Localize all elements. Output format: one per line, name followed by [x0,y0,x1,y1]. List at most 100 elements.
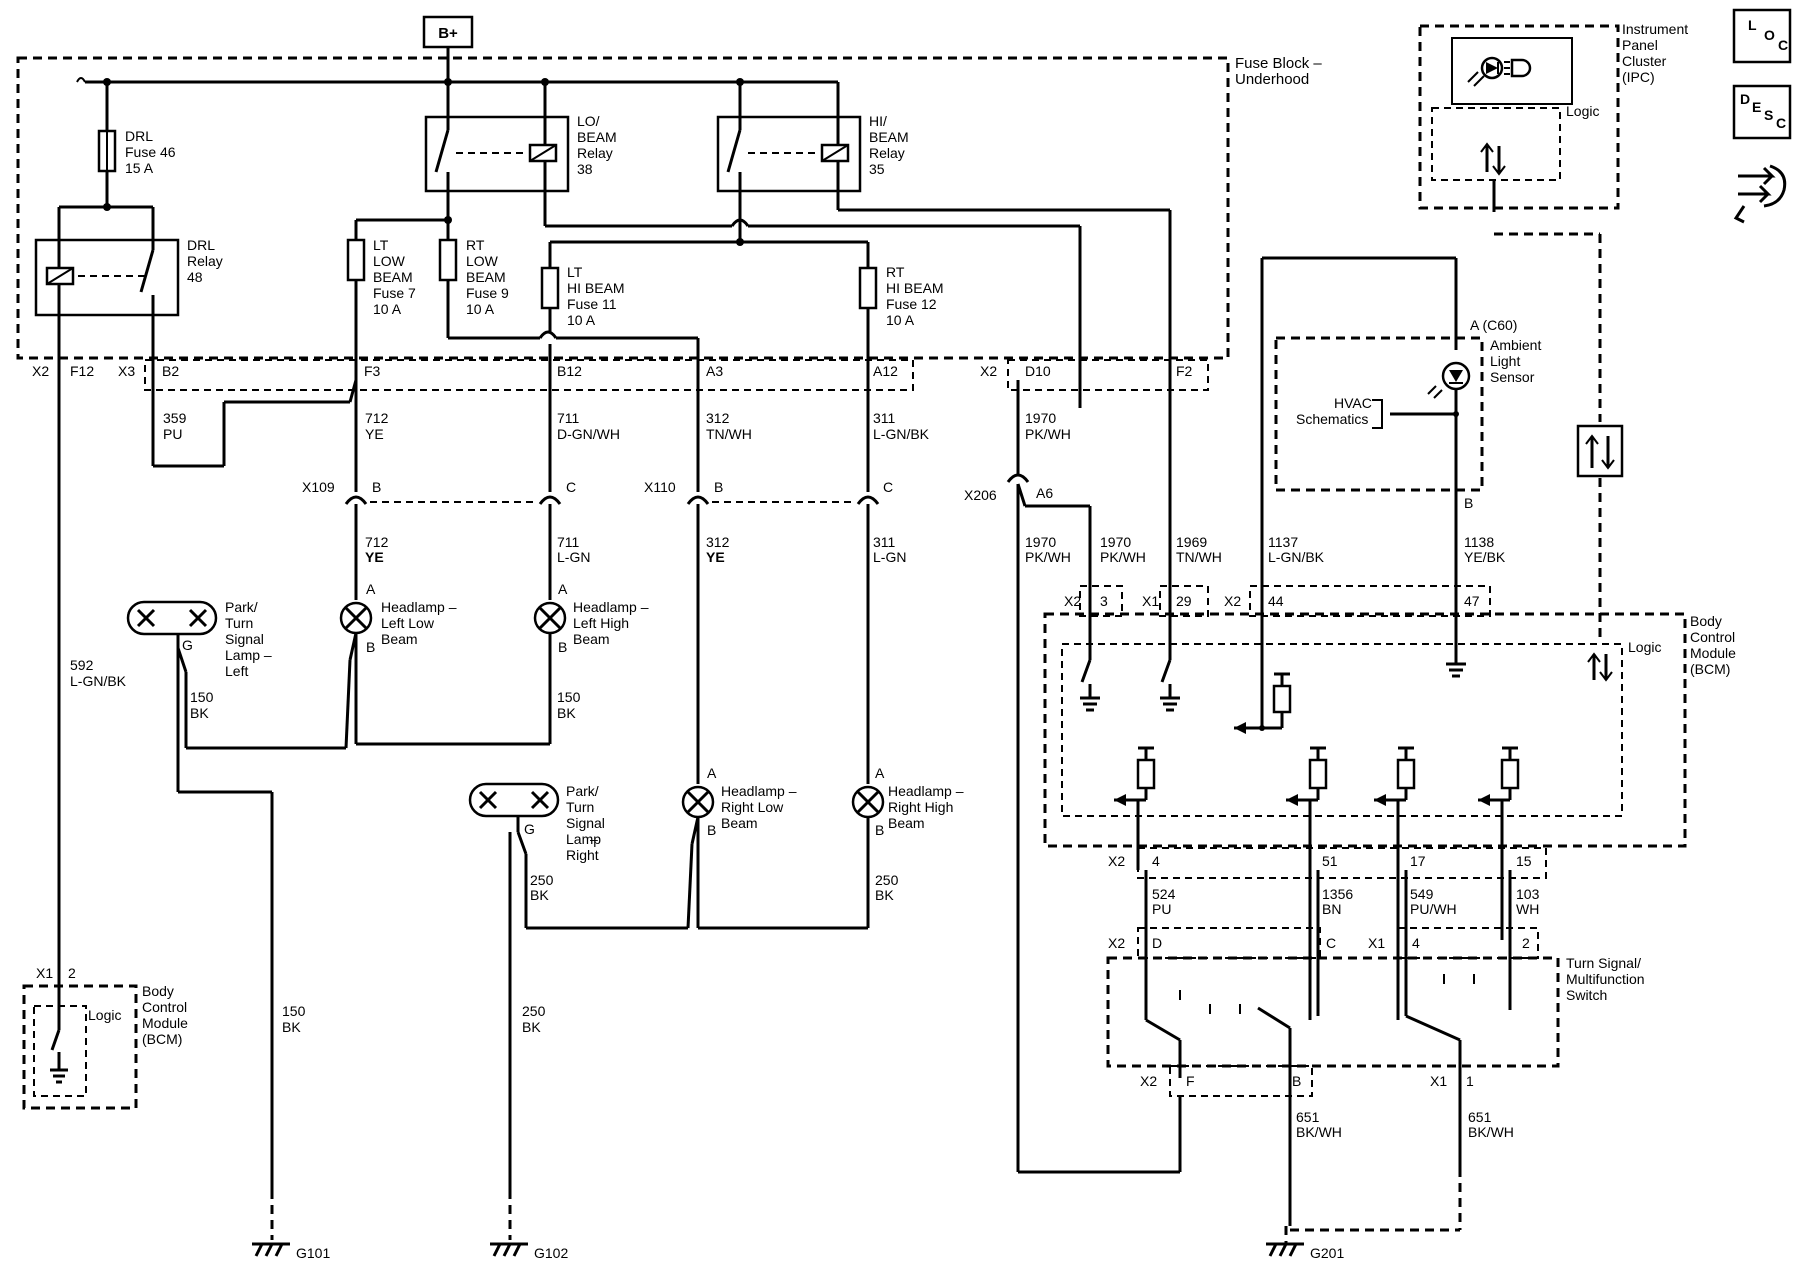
wl1356-color: BN [1322,901,1341,917]
hrh-label-2: Right High [888,799,953,815]
w1970-color: PK/WH [1025,426,1071,442]
hll-pin-a: A [366,581,376,597]
desc-nav-icon[interactable]: D E S C [1732,84,1792,140]
wl549-num: 549 [1410,886,1434,902]
tss-title-2: Multifunction [1566,971,1645,987]
hlh-label-1: Headlamp – [573,599,649,615]
gw150c-color: BK [282,1019,301,1035]
headlamp-left-high-beam: A B Headlamp – Left High Beam [533,504,649,744]
tss-b-x2: X2 [1140,1073,1157,1089]
wm711-num: 711 [557,534,580,550]
w592-num: 592 [70,657,94,673]
wl524-num: 524 [1152,886,1176,902]
loc-nav-icon[interactable]: L O C [1732,8,1792,64]
battery-terminal: B+ [422,15,474,49]
upper-wire-labels: 712 YE 711 D-GN/WH 312 TN/WH 311 L-GN/BK… [365,410,1071,442]
ground-g201: G201 [1266,1242,1344,1261]
ptl-label-5: Left [225,663,248,679]
wm1137-color: L-GN/BK [1268,549,1325,565]
ipc-title-1: Instrument [1622,21,1688,37]
bcmr-pin-x1: X1 [1142,593,1159,609]
w651a-color: BK/WH [1296,1124,1342,1140]
bcm-pullup-4 [1478,746,1520,940]
wl1356-num: 1356 [1322,886,1353,902]
wm1137-num: 1137 [1268,534,1298,550]
gw150a-color: BK [190,705,209,721]
ptr-label-4: Lamp [566,831,601,847]
bcmr-title-3: Module [1690,645,1736,661]
rt-low-fuse-l4: Fuse 9 [466,285,509,301]
hll-label-1: Headlamp – [381,599,457,615]
hrl-label-1: Headlamp – [721,783,797,799]
ground-g101: G101 [252,1242,330,1261]
wl549-color: PU/WH [1410,901,1457,917]
w311-num: 311 [873,410,896,426]
park-turn-lamp-left: G Park/ Turn Signal Lamp – Left [126,599,358,750]
tss-b-1: 1 [1466,1073,1474,1089]
bcml-pin-2: 2 [68,965,76,981]
bcm-left: X1 2 Logic Body Control Module (BCM) [22,965,188,1110]
connector-x109: X109 B C [302,479,576,505]
ptr-label-3: Signal [566,815,605,831]
bcm-pullup-2 [1286,746,1328,1020]
lt-hi-beam-fuse-11: LT HI BEAM Fuse 11 10 A [540,264,625,380]
ptr-label-5: – [590,831,598,847]
w711-num: 711 [557,410,580,426]
fb-pin-f12: F12 [70,363,94,379]
hi-relay-line1: HI/ [869,113,887,129]
rt-low-beam-fuse-9: RT LOW BEAM Fuse 9 10 A [438,237,700,380]
fb-pin-a3: A3 [706,363,723,379]
lo-beam-relay-38: LO/ BEAM Relay 38 [424,82,617,226]
fuse-block-underhood: Fuse Block – Underhood [16,55,1322,360]
hrh-pin-a: A [875,765,885,781]
tss-2: 2 [1522,935,1530,951]
bcmr-title-4: (BCM) [1690,661,1730,677]
bcmo-15: 15 [1516,853,1532,869]
w311-color: L-GN/BK [873,426,930,442]
fb-pin-x2: X2 [32,363,49,379]
tss-title-3: Switch [1566,987,1607,1003]
bcmr-pin-29: 29 [1176,593,1192,609]
hi-relay-line2: BEAM [869,129,909,145]
wm312-num: 312 [706,534,730,550]
wl524-color: PU [1152,901,1171,917]
bcml-logic: Logic [88,1007,121,1023]
bcmr-pin-x2b: X2 [1224,593,1241,609]
hrl-label-3: Beam [721,815,758,831]
hrl-pin-a: A [707,765,717,781]
ground-g102: G102 [490,1242,568,1261]
gw150c-num: 150 [282,1003,306,1019]
hlh-pin-a: A [558,581,568,597]
lt-low-fuse-l4: Fuse 7 [373,285,416,301]
mid-wire-labels: 712 YE 711 L-GN 312 YE 311 L-GN 1970 PK/… [365,534,1506,565]
gw250b-color: BK [875,887,894,903]
bcm-right: X2 3 X1 29 X2 44 47 Logic Body Control M… [1043,408,1736,1020]
als-pin-a: A (C60) [1470,317,1517,333]
bcml-title-2: Control [142,999,187,1015]
drl-fuse-46: DRL Fuse 46 15 A [97,82,176,207]
instrument-panel-cluster: Logic Instrument Panel Cluster (IPC) [1418,21,1688,640]
desc-letter-s: S [1764,107,1773,123]
x109-pin-b: B [372,479,381,495]
service-nav-icon[interactable] [1733,164,1787,224]
hll-label-3: Beam [381,631,418,647]
connector-x206: X206 A6 [964,470,1092,1172]
fuse-block-label-1: Fuse Block – [1235,55,1322,72]
bcm-output-connectors: X2 4 51 17 15 524 PU 1356 BN 549 PU/WH 1… [1108,847,1547,917]
tss-b-x1: X1 [1430,1073,1447,1089]
hlh-pin-b: B [558,639,567,655]
connector-x110: X110 B C [644,479,893,505]
hi-relay-line4: 35 [869,161,885,177]
ptr-label-1: Park/ [566,783,599,799]
fb-pin-d10: D10 [1025,363,1051,379]
drl-fuse-line3: 15 A [125,160,154,176]
fb-pin-x3: X3 [118,363,135,379]
wm711-color: L-GN [557,549,590,565]
ptl-pin-g: G [182,637,193,653]
wl103-num: 103 [1516,886,1540,902]
wm1138-color: YE/BK [1464,549,1506,565]
wire-359-pu: 359 PU [151,315,358,468]
hll-label-2: Left Low [381,615,435,631]
desc-letter-c: C [1776,115,1786,131]
als-title-1: Ambient [1490,337,1541,353]
